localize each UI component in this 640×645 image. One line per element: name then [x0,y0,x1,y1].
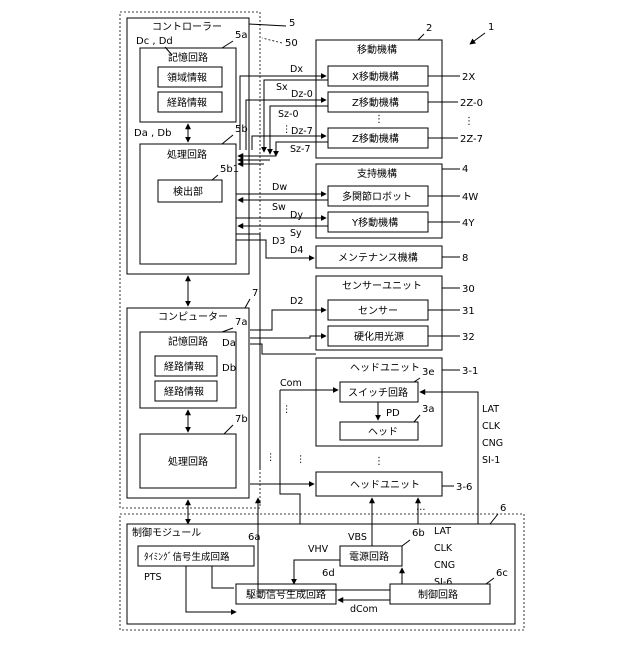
sensor-unit-ref: 30 [462,284,475,295]
head-units-ellipsis: ⋮ [374,456,384,467]
z7-moving-ref: 2Z-7 [460,134,483,145]
switch-circuit-label: スイッチ回路 [348,386,408,399]
cure-light-label: 硬化用光源 [354,330,404,343]
signal-dz7: Dz-7 [291,126,313,137]
cure-light-ref: 32 [462,332,475,343]
sensor-ref: 31 [462,306,475,317]
robot-ref: 4W [462,192,478,203]
signal-dx: Dx [290,64,303,75]
signal-dz0: Dz-0 [291,89,313,100]
control-module-title: 制御モジュール [132,526,201,539]
y-moving-ref: 4Y [462,218,475,229]
signal-d4: D4 [290,245,303,256]
processing-circuit-5b [140,144,236,264]
switch-circuit-ref: 3e [422,367,435,378]
x-moving-ref: 2X [462,72,475,83]
signal-d3: D3 [272,236,285,247]
sensor-label: センサー [358,305,398,317]
path-info-label: 経路情報 [167,96,207,109]
control-module-ref: 6 [500,503,506,514]
control-circuit-ref: 6c [496,568,508,579]
signal-sz0: Sz-0 [278,109,299,120]
power-circuit-ref: 6b [412,528,425,539]
region-info-label: 領域情報 [167,71,207,84]
z0-moving-ref: 2Z-0 [460,98,483,109]
detector-ref: 5b1 [220,164,239,175]
signal-dots-3: ⋮ [266,452,276,463]
signal-sw: Sw [272,202,286,213]
z7-moving-label: Z移動機構 [352,132,399,145]
detector-label: 検出部 [173,185,203,198]
storage-ref: 5a [235,30,248,41]
moving-title: 移動機構 [357,43,397,56]
comp-storage-ref: 7a [235,317,248,328]
signal-dy: Dy [290,210,303,221]
y-moving-label: Y移動機構 [351,216,398,229]
signal-cng-6: CNG [434,560,455,571]
head-unit-6-title: ヘッドユニット [350,480,420,491]
support-ref: 4 [462,164,468,175]
computer-ref: 7 [252,288,258,299]
comp-db-label: Db [222,363,236,374]
signal-si1: SI-1 [482,455,500,466]
comp-path-info-2-label: 経路情報 [164,385,204,398]
figure-ref: 1 [488,22,494,33]
processing-title: 処理回路 [167,148,207,161]
signal-sx: Sx [276,82,288,93]
signal-dw: Dw [272,182,287,193]
signal-d2: D2 [290,296,303,307]
x-moving-label: X移動機構 [352,70,399,83]
signal-pts: PTS [144,572,162,583]
drive-circuit-ref: 6d [322,568,335,579]
storage-data-in: Dc , Dd [136,36,173,47]
head-unit-1-title: ヘッドユニット [350,363,420,374]
signal-dots-4: ⋮ [296,454,306,465]
comp-storage-title: 記憶回路 [168,335,208,348]
head-ref: 3a [422,404,435,415]
signal-lat-1: LAT [482,404,499,415]
signal-vhv: VHV [308,544,329,555]
computer-title: コンピューター [158,311,228,323]
sensor-unit-title: センサーユニット [342,280,422,292]
signal-dots-2: ⋮ [282,404,292,415]
moving-ref: 2 [426,23,432,34]
signal-sz7: Sz-7 [290,144,311,155]
z-ellipsis: ⋮ [374,114,384,125]
signal-clk-6: CLK [434,543,453,554]
comp-da-label: Da [222,338,236,349]
head-unit-1-ref: 3-1 [462,366,478,377]
controller-dotted-ref: 50 [285,38,298,49]
comp-processing-ref: 7b [235,414,248,425]
power-circuit-label: 電源回路 [349,550,389,563]
controller-ref: 5 [289,18,295,29]
signal-dcom: dCom [350,604,378,615]
ref-ellipsis: ⋮ [464,116,474,127]
controller-title: コントローラー [152,21,222,33]
signal-com: Com [280,378,302,389]
storage-title: 記憶回路 [168,51,208,64]
signal-clk-1: CLK [482,421,501,432]
signal-vbs: VBS [348,532,367,543]
maintenance-ref: 8 [462,253,468,264]
storage-data-out: Da , Db [134,128,171,139]
timing-circuit-ref: 6a [248,532,261,543]
maintenance-label: メンテナンス機構 [338,251,418,264]
head-unit-6-ref: 3-6 [456,482,472,493]
support-title: 支持機構 [357,167,397,180]
pd-label: PD [386,408,400,419]
z0-moving-label: Z移動機構 [352,96,399,109]
timing-circuit-label: ﾀｲﾐﾝｸﾞ信号生成回路 [144,551,230,563]
signal-lat-6: LAT [434,526,451,537]
signal-cng-1: CNG [482,438,503,449]
head-label: ヘッド [368,427,398,438]
comp-processing-title: 処理回路 [168,455,208,468]
comp-path-info-1-label: 経路情報 [164,360,204,373]
control-module-box [127,524,515,624]
signal-sy: Sy [290,228,302,239]
signal-dots-5: … [416,502,426,513]
control-circuit-label: 制御回路 [418,588,458,601]
robot-label: 多関節ロボット [342,190,412,203]
